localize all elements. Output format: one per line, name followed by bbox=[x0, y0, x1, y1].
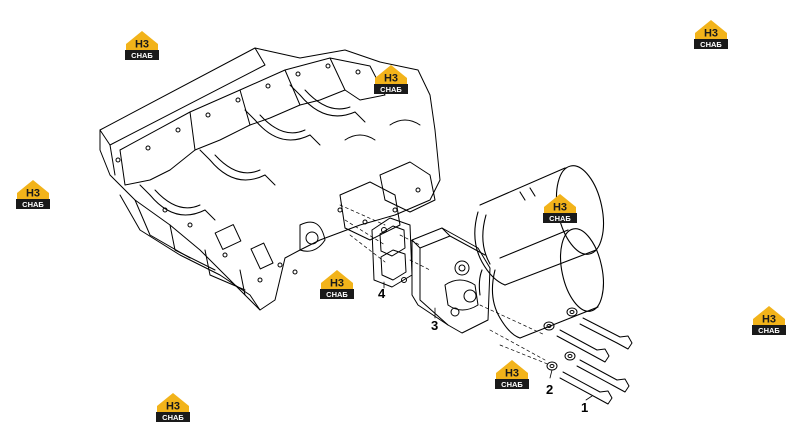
svg-text:H3: H3 bbox=[762, 314, 776, 326]
svg-text:СНАБ: СНАБ bbox=[131, 51, 153, 60]
callout-1: 1 bbox=[581, 400, 588, 415]
svg-text:СНАБ: СНАБ bbox=[549, 214, 571, 223]
h3-snab-logo: H3 СНАБ bbox=[154, 390, 192, 424]
svg-text:H3: H3 bbox=[505, 368, 519, 380]
washers bbox=[543, 307, 578, 371]
assembly-lines bbox=[339, 204, 551, 366]
gasket bbox=[371, 217, 413, 288]
callout-2: 2 bbox=[546, 382, 553, 397]
h3-snab-logo: H3 СНАБ bbox=[541, 191, 579, 225]
oil-filters bbox=[474, 165, 605, 339]
bolts bbox=[556, 317, 633, 405]
h3-snab-logo: H3 СНАБ bbox=[372, 62, 410, 96]
svg-text:СНАБ: СНАБ bbox=[22, 200, 44, 209]
svg-text:СНАБ: СНАБ bbox=[326, 290, 348, 299]
svg-text:СНАБ: СНАБ bbox=[700, 40, 722, 49]
h3-snab-logo: H3 СНАБ bbox=[123, 28, 161, 62]
svg-text:СНАБ: СНАБ bbox=[501, 380, 523, 389]
svg-text:СНАБ: СНАБ bbox=[758, 326, 780, 335]
svg-text:СНАБ: СНАБ bbox=[162, 413, 184, 422]
svg-text:H3: H3 bbox=[26, 188, 40, 200]
svg-text:H3: H3 bbox=[704, 28, 718, 40]
h3-snab-logo: H3 СНАБ bbox=[318, 267, 356, 301]
svg-text:СНАБ: СНАБ bbox=[380, 85, 402, 94]
h3-snab-logo: H3 СНАБ bbox=[750, 303, 788, 337]
svg-text:H3: H3 bbox=[553, 202, 567, 214]
h3-snab-logo: H3 СНАБ bbox=[14, 177, 52, 211]
h3-snab-logo: H3 СНАБ bbox=[692, 17, 730, 51]
svg-text:H3: H3 bbox=[135, 39, 149, 51]
filter-head bbox=[411, 227, 491, 334]
svg-text:H3: H3 bbox=[330, 278, 344, 290]
leader-lines bbox=[383, 281, 593, 401]
callout-4: 4 bbox=[378, 286, 386, 301]
h3-snab-logo: H3 СНАБ bbox=[493, 357, 531, 391]
svg-text:H3: H3 bbox=[166, 401, 180, 413]
engine-block bbox=[99, 47, 441, 311]
svg-text:H3: H3 bbox=[384, 73, 398, 85]
callout-3: 3 bbox=[431, 318, 438, 333]
